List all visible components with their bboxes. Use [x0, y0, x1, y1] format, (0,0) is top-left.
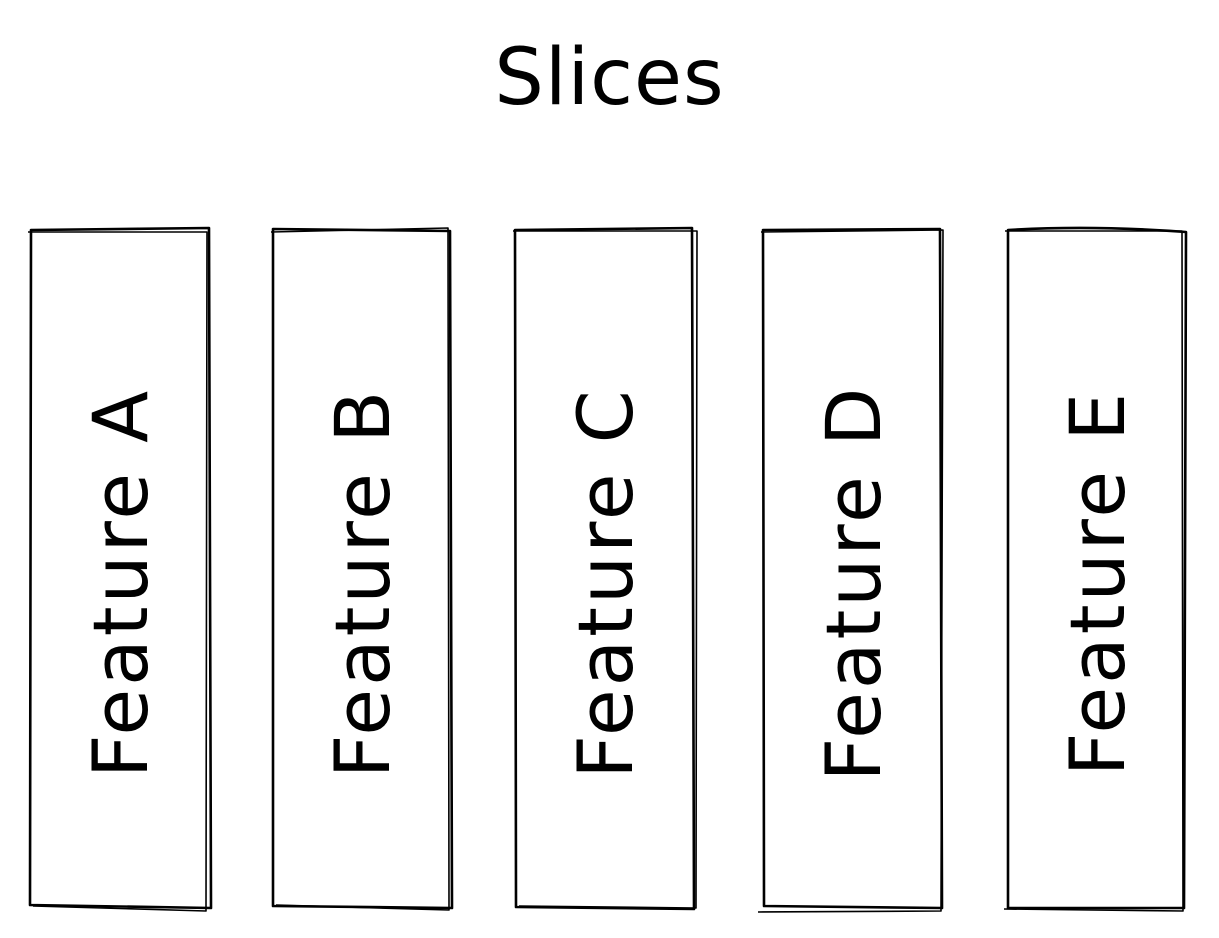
slice-feature-d: Feature D: [757, 227, 944, 913]
slice-label: Feature B: [317, 387, 407, 779]
slice-feature-c: Feature C: [513, 226, 698, 911]
slice-frame: [513, 226, 698, 911]
slice-feature-b: Feature B: [270, 227, 454, 911]
slice-frame: [28, 226, 213, 912]
slice-frame: [270, 227, 454, 911]
slice-frame: [757, 227, 944, 913]
slice-label: Feature D: [808, 384, 898, 782]
slice-label: Feature C: [560, 387, 650, 779]
slice-feature-e: Feature E: [1003, 226, 1188, 912]
slice-label: Feature E: [1052, 389, 1142, 777]
diagram-title: Slices: [494, 33, 725, 123]
slice-label: Feature A: [75, 387, 165, 779]
slice-frame: [1003, 226, 1188, 912]
slice-feature-a: Feature A: [28, 226, 213, 912]
